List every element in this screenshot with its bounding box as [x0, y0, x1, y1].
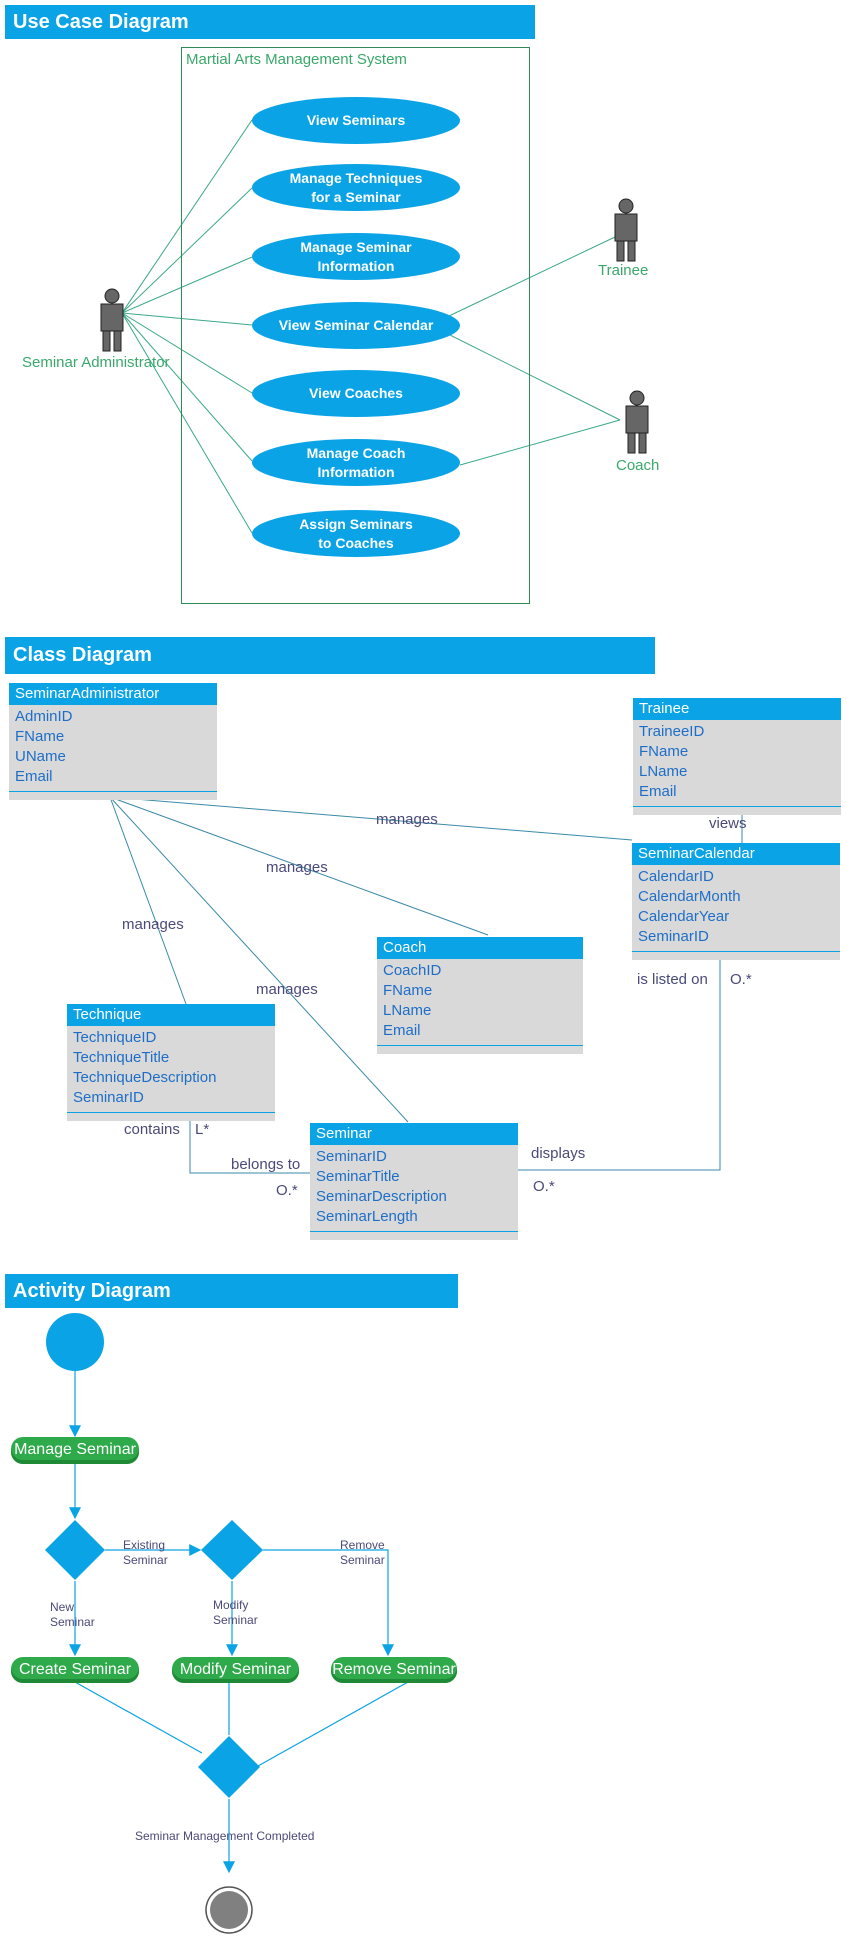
class-attribute: CalendarMonth — [638, 888, 741, 905]
class-attribute: Email — [639, 783, 677, 800]
class-attribute: SeminarTitle — [316, 1168, 400, 1185]
class-operations — [9, 792, 217, 800]
class-attribute: FName — [639, 743, 689, 760]
class-trainee: Trainee TraineeID FName LName Email — [633, 698, 841, 815]
relation-label-manages-calendar: manages — [376, 811, 438, 828]
multiplicity-seminar-left: O.* — [276, 1182, 298, 1199]
class-attribute: FName — [383, 982, 433, 999]
relation-label-views: views — [709, 815, 747, 832]
class-relationships — [109, 796, 743, 1174]
coach-actor-icon — [625, 390, 649, 454]
class-attribute: CalendarYear — [638, 908, 730, 925]
actor-label-seminar-administrator: Seminar Administrator — [22, 354, 170, 371]
relation-label-displays: displays — [531, 1145, 586, 1162]
use-case-associations — [121, 119, 621, 534]
class-attribute: SeminarID — [638, 928, 709, 945]
class-attributes: TechniqueID TechniqueTitle TechniqueDesc… — [67, 1026, 275, 1113]
class-attribute: LName — [383, 1002, 432, 1019]
activity-diagram-header: Activity Diagram — [5, 1274, 458, 1308]
class-attribute: TechniqueDescription — [73, 1069, 217, 1086]
use-case-assign-seminars: Assign Seminars to Coaches — [252, 510, 460, 557]
class-name: SeminarCalendar — [632, 843, 840, 865]
class-attribute: SeminarDescription — [316, 1188, 447, 1205]
decision-diamond-modify-or-remove — [201, 1520, 263, 1580]
activity-modify-seminar: Modify Seminar — [172, 1657, 299, 1683]
class-seminar-administrator: SeminarAdministrator AdminID FName UName… — [9, 683, 217, 800]
class-operations — [67, 1113, 275, 1121]
class-attribute: TechniqueTitle — [73, 1049, 170, 1066]
class-operations — [632, 952, 840, 960]
relation-label-belongs-to: belongs to — [231, 1156, 301, 1173]
class-operations — [310, 1232, 518, 1240]
system-name: Martial Arts Management System — [186, 51, 407, 68]
class-attribute: SeminarID — [73, 1089, 144, 1106]
use-case-view-coaches: View Coaches — [252, 370, 460, 417]
class-attributes: CoachID FName LName Email — [377, 959, 583, 1046]
use-case-view-seminars: View Seminars — [252, 97, 460, 144]
class-coach: Coach CoachID FName LName Email — [377, 937, 583, 1054]
use-case-manage-coach-information: Manage Coach Information — [252, 439, 460, 486]
class-operations — [633, 807, 841, 815]
class-attribute: CoachID — [383, 962, 442, 979]
class-attribute: AdminID — [15, 708, 73, 725]
multiplicity-seminar-right: O.* — [533, 1178, 555, 1195]
class-diagram-header: Class Diagram — [5, 637, 655, 674]
class-attributes: TraineeID FName LName Email — [633, 720, 841, 807]
class-attribute: Email — [15, 768, 53, 785]
use-case-header: Use Case Diagram — [5, 5, 535, 39]
relation-label-manages-coach: manages — [266, 859, 328, 876]
class-name: Technique — [67, 1004, 275, 1026]
relation-label-is-listed-on: is listed on — [637, 971, 708, 988]
use-case-view-seminar-calendar: View Seminar Calendar — [252, 302, 460, 349]
class-operations — [377, 1046, 583, 1054]
class-attribute: TraineeID — [639, 723, 705, 740]
class-attribute: SeminarID — [316, 1148, 387, 1165]
class-attribute: CalendarID — [638, 868, 714, 885]
relation-label-manages-seminar: manages — [256, 981, 318, 998]
class-seminar: Seminar SeminarID SeminarTitle SeminarDe… — [310, 1123, 518, 1240]
class-name: Coach — [377, 937, 583, 959]
class-name: Seminar — [310, 1123, 518, 1145]
relation-label-manages-technique: manages — [122, 916, 184, 933]
activity-remove-seminar: Remove Seminar — [331, 1657, 457, 1683]
class-attribute: Email — [383, 1022, 421, 1039]
multiplicity-calendar: O.* — [730, 971, 752, 988]
class-seminar-calendar: SeminarCalendar CalendarID CalendarMonth… — [632, 843, 840, 960]
class-name: Trainee — [633, 698, 841, 720]
seminar-administrator-actor-icon — [100, 288, 124, 352]
class-attribute: LName — [639, 763, 688, 780]
class-attribute: SeminarLength — [316, 1208, 418, 1225]
activity-flows — [69, 1370, 409, 1874]
final-node-inner — [210, 1891, 248, 1929]
initial-node — [46, 1313, 104, 1371]
relation-label-contains: contains — [124, 1121, 180, 1138]
class-name: SeminarAdministrator — [9, 683, 217, 705]
class-attributes: CalendarID CalendarMonth CalendarYear Se… — [632, 865, 840, 952]
system-boundary — [181, 47, 530, 604]
flow-label-existing-seminar: Existing Seminar — [123, 1538, 168, 1567]
use-case-manage-seminar-information: Manage Seminar Information — [252, 233, 460, 280]
actor-label-trainee: Trainee — [598, 262, 649, 279]
class-attribute: UName — [15, 748, 66, 765]
class-attribute: FName — [15, 728, 65, 745]
class-attribute: TechniqueID — [73, 1029, 157, 1046]
flow-label-remove-seminar: Remove Seminar — [340, 1538, 385, 1567]
flow-label-new-seminar: New Seminar — [50, 1600, 95, 1629]
activity-create-seminar: Create Seminar — [11, 1657, 139, 1683]
activity-manage-seminar: Manage Seminar — [11, 1437, 139, 1464]
flow-label-modify-seminar: Modify Seminar — [213, 1598, 258, 1627]
class-attributes: SeminarID SeminarTitle SeminarDescriptio… — [310, 1145, 518, 1232]
use-case-manage-techniques: Manage Techniques for a Seminar — [252, 164, 460, 211]
decision-diamond-new-or-existing — [45, 1520, 105, 1580]
actor-label-coach: Coach — [616, 457, 660, 474]
merge-diamond — [198, 1736, 260, 1798]
multiplicity-technique: L* — [195, 1121, 210, 1138]
trainee-actor-icon — [614, 198, 638, 262]
class-technique: Technique TechniqueID TechniqueTitle Tec… — [67, 1004, 275, 1121]
flow-label-completed: Seminar Management Completed — [135, 1829, 315, 1843]
class-attributes: AdminID FName UName Email — [9, 705, 217, 792]
